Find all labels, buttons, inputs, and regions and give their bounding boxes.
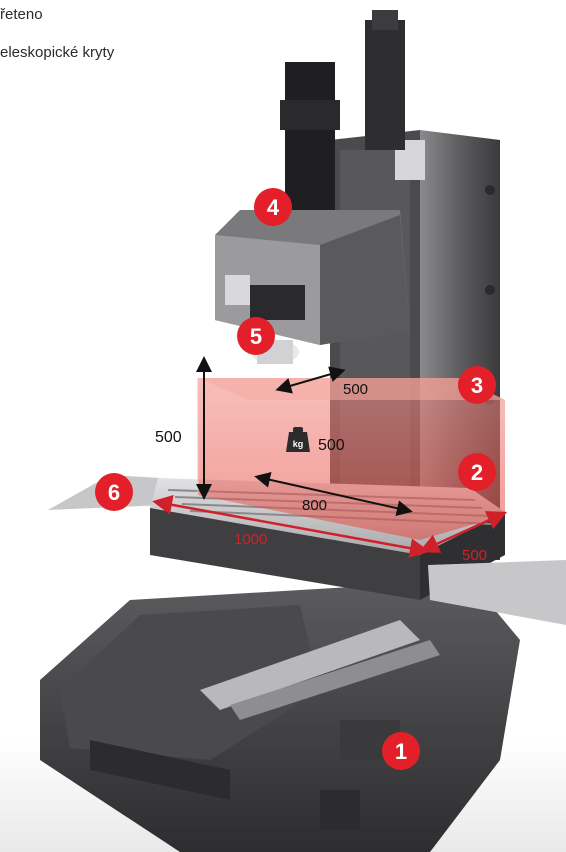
label-travel-x: 800 bbox=[302, 497, 327, 514]
legend-item-spindle: řeteno bbox=[0, 6, 43, 23]
weight-icon-label: kg bbox=[293, 439, 304, 449]
machine-base bbox=[40, 580, 520, 852]
marker-5-label: 5 bbox=[250, 324, 262, 349]
spindle-motor bbox=[280, 10, 405, 222]
marker-5: 5 bbox=[237, 317, 275, 355]
label-table-width: 500 bbox=[462, 547, 487, 564]
marker-4: 4 bbox=[254, 188, 292, 226]
marker-1-label: 1 bbox=[395, 739, 407, 764]
label-max-load: 500 bbox=[318, 437, 345, 454]
marker-2-label: 2 bbox=[471, 460, 483, 485]
label-table-length: 1000 bbox=[234, 531, 267, 548]
weight-icon: kg bbox=[286, 427, 310, 452]
legend-item-covers: eleskopické kryty bbox=[0, 44, 115, 61]
spindle-head bbox=[215, 210, 410, 364]
marker-2: 2 bbox=[458, 453, 496, 491]
marker-3: 3 bbox=[458, 366, 496, 404]
dimension-lines bbox=[152, 356, 508, 559]
marker-6-label: 6 bbox=[108, 480, 120, 505]
label-travel-y: 500 bbox=[343, 381, 368, 398]
marker-1: 1 bbox=[382, 732, 420, 770]
marker-3-label: 3 bbox=[471, 373, 483, 398]
marker-4-label: 4 bbox=[267, 195, 280, 220]
label-travel-z: 500 bbox=[155, 429, 182, 446]
marker-6: 6 bbox=[95, 473, 133, 511]
